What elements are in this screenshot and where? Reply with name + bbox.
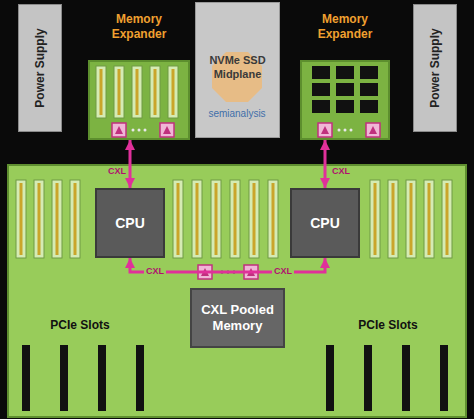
- cpu-chip: CPU: [290, 188, 360, 258]
- cpu-chip: CPU: [95, 188, 165, 258]
- link-label: CXL: [272, 266, 294, 276]
- expander-board: [88, 60, 190, 140]
- watermark: semianalysis: [208, 108, 265, 119]
- power-supply: Power Supply: [413, 4, 457, 132]
- expander-board: [300, 60, 390, 140]
- memory-expander: Memory Expander: [88, 60, 190, 140]
- power-supply-label: Power Supply: [428, 28, 442, 107]
- cpu-label: CPU: [310, 215, 340, 231]
- pooled-memory-box: CXL Pooled Memory: [190, 288, 285, 348]
- cxl-link: [324, 140, 327, 188]
- midplane-label: NVMe SSD Midplane: [203, 53, 273, 81]
- cxl-link: [129, 140, 132, 188]
- memory-expander: Memory Expander: [300, 60, 390, 140]
- midplane-panel: [195, 2, 280, 138]
- link-label: CXL: [330, 166, 352, 176]
- cpu-label: CPU: [115, 215, 145, 231]
- power-supply: Power Supply: [18, 4, 62, 132]
- dimm-slots: [16, 66, 452, 258]
- expander-heading: Memory Expander: [97, 12, 181, 42]
- pooled-memory-label: CXL Pooled Memory: [198, 302, 278, 334]
- motherboard: [8, 165, 466, 417]
- slot-group-label: PCIe Slots: [358, 318, 417, 332]
- link-label: CXL: [106, 166, 128, 176]
- expander-heading: Memory Expander: [303, 12, 387, 42]
- memory-modules: [312, 66, 378, 113]
- power-supply-label: Power Supply: [33, 28, 47, 107]
- slot-group-label: PCIe Slots: [50, 318, 109, 332]
- pcie-slots: [22, 345, 448, 411]
- link-label: CXL: [144, 266, 166, 276]
